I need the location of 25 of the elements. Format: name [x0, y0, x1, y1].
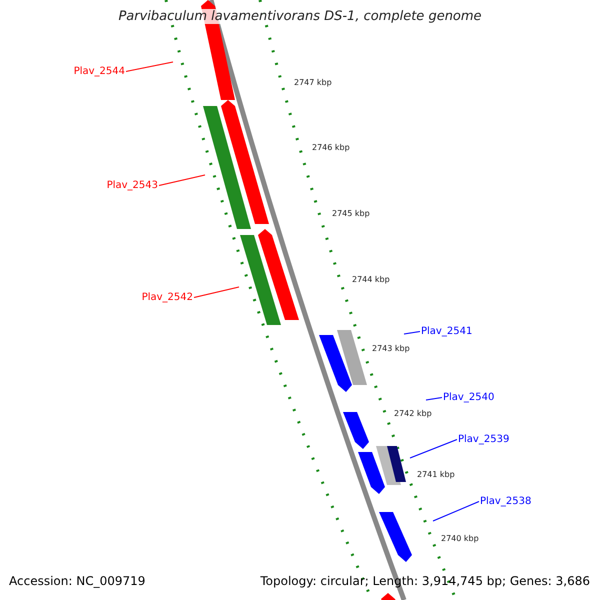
leader-line [404, 331, 420, 334]
leader-line [432, 501, 480, 522]
scale-label: 2747 kbp [294, 78, 332, 87]
leader-line [426, 397, 442, 400]
scale-label: 2744 kbp [352, 275, 390, 284]
gene-label: Plav_2542 [142, 292, 193, 303]
gene-label: Plav_2540 [443, 392, 494, 403]
leader-line [126, 62, 174, 72]
scale-label: 2743 kbp [372, 344, 410, 353]
leader-line [194, 286, 240, 298]
gene-label: Plav_2541 [421, 326, 472, 337]
scale-label: 2746 kbp [312, 143, 350, 152]
title: Parvibaculum lavamentivorans DS-1, complete genome [118, 9, 482, 24]
scale-label: 2745 kbp [332, 209, 370, 218]
scale-label: 2740 kbp [441, 534, 479, 543]
gene-label: Plav_2543 [106, 180, 158, 191]
footer-text: Topology: circular; Length: 3,914,745 bp; Genes: 3,686 [260, 574, 590, 588]
leader-line [410, 439, 458, 458]
gene-label: Plav_2544 [74, 66, 125, 77]
scale-label: 2741 kbp [417, 470, 455, 479]
footer-text: Accession: NC_009719 [9, 574, 146, 588]
leader-line [158, 174, 206, 186]
scale-label: 2742 kbp [394, 409, 432, 418]
gene-label: Plav_2539 [458, 434, 510, 445]
gene-label: Plav_2538 [480, 496, 532, 507]
